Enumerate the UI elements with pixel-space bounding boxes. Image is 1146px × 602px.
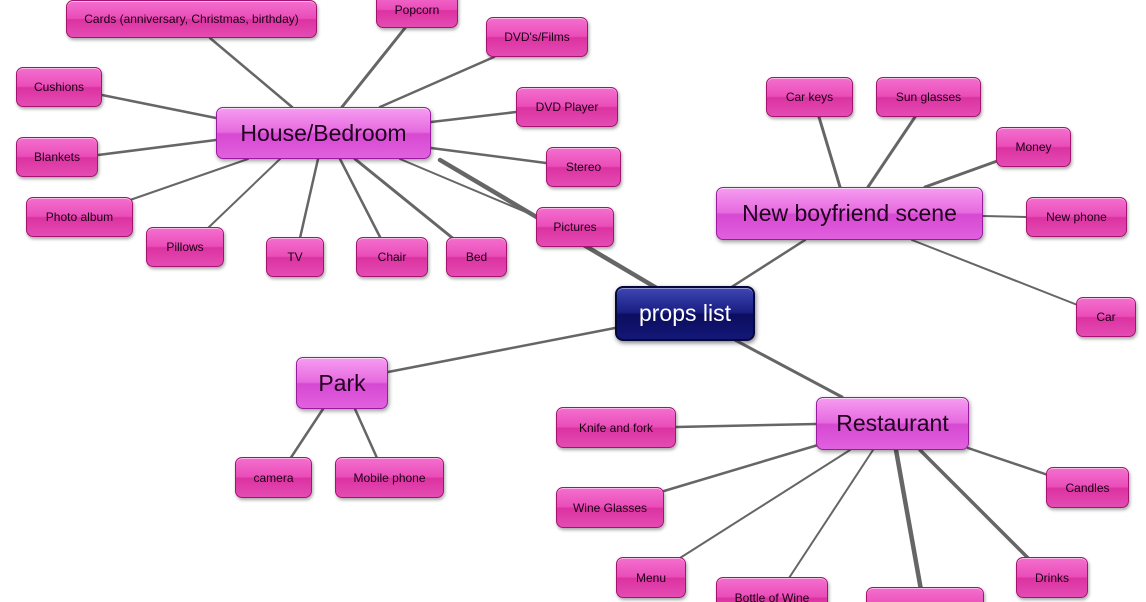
edge-house-to-pictures (399, 158, 541, 219)
edge-house-to-cushions (100, 93, 218, 120)
leaf-sun-glasses[interactable]: Sun glasses (876, 77, 981, 117)
edge-house-to-dvdplayer (429, 110, 518, 124)
leaf-cut-off[interactable] (866, 587, 984, 602)
edge-park-to-camera (288, 407, 325, 461)
leaf-new-phone[interactable]: New phone (1026, 197, 1127, 237)
leaf-pillows[interactable]: Pillows (146, 227, 224, 267)
root-node-props-list[interactable]: props list (615, 286, 755, 341)
edge-house-to-dvds (378, 55, 496, 109)
edge-restaurant-to-candles (966, 446, 1050, 477)
edge-root-to-restaurant (733, 338, 844, 399)
branch-park[interactable]: Park (296, 357, 388, 409)
edge-boyfriend-to-money (923, 158, 1002, 189)
leaf-pictures[interactable]: Pictures (536, 207, 614, 247)
leaf-chair[interactable]: Chair (356, 237, 428, 277)
leaf-knife-and-fork[interactable]: Knife and fork (556, 407, 676, 448)
leaf-dvds-films[interactable]: DVD's/Films (486, 17, 588, 57)
edge-restaurant-to-menu (679, 449, 851, 559)
edge-root-to-park (386, 326, 617, 374)
leaf-popcorn[interactable]: Popcorn (376, 0, 458, 28)
leaf-car-keys[interactable]: Car keys (766, 77, 853, 117)
edge-boyfriend-to-car (911, 239, 1081, 307)
leaf-blankets[interactable]: Blankets (16, 137, 98, 177)
leaf-menu[interactable]: Menu (616, 557, 686, 598)
leaf-money[interactable]: Money (996, 127, 1071, 167)
edge-boyfriend-to-sunglasses (866, 115, 917, 189)
edge-house-to-blankets (96, 138, 218, 157)
edge-house-to-photoalbum (129, 158, 249, 201)
leaf-candles[interactable]: Candles (1046, 467, 1129, 508)
edge-house-to-stereo (429, 146, 548, 165)
leaf-camera[interactable]: camera (235, 457, 312, 498)
edge-house-to-chair (338, 157, 382, 239)
leaf-bed[interactable]: Bed (446, 237, 507, 277)
leaf-wine-glasses[interactable]: Wine Glasses (556, 487, 664, 528)
edge-house-to-bed (353, 157, 457, 242)
edge-restaurant-to-bottle (788, 449, 874, 579)
leaf-car[interactable]: Car (1076, 297, 1136, 337)
leaf-bottle-of-wine[interactable]: Bottle of Wine (716, 577, 828, 602)
leaf-mobile-phone[interactable]: Mobile phone (335, 457, 444, 498)
edge-house-to-popcorn (340, 26, 407, 109)
edge-restaurant-to-cutoff (893, 447, 924, 593)
edge-restaurant-to-knife (674, 422, 818, 429)
edge-house-to-pillows (207, 158, 281, 229)
edge-house-to-tv (298, 157, 320, 240)
edge-house-to-cards (208, 36, 294, 109)
branch-new-boyfriend-scene[interactable]: New boyfriend scene (716, 187, 983, 240)
leaf-photo-album[interactable]: Photo album (26, 197, 133, 237)
edge-boyfriend-to-newphone (982, 215, 1027, 218)
leaf-drinks[interactable]: Drinks (1016, 557, 1088, 598)
branch-house-bedroom[interactable]: House/Bedroom (216, 107, 431, 159)
leaf-cushions[interactable]: Cushions (16, 67, 102, 107)
leaf-dvd-player[interactable]: DVD Player (516, 87, 618, 127)
edge-park-to-mobile (353, 407, 379, 460)
edge-restaurant-to-wineglasses (662, 443, 820, 493)
edge-restaurant-to-drinks (918, 448, 1032, 562)
edge-boyfriend-to-carkeys (817, 115, 842, 189)
edge-root-to-boyfriend (728, 238, 807, 290)
leaf-cards[interactable]: Cards (anniversary, Christmas, birthday) (66, 0, 317, 38)
leaf-stereo[interactable]: Stereo (546, 147, 621, 187)
branch-restaurant[interactable]: Restaurant (816, 397, 969, 450)
leaf-tv[interactable]: TV (266, 237, 324, 277)
